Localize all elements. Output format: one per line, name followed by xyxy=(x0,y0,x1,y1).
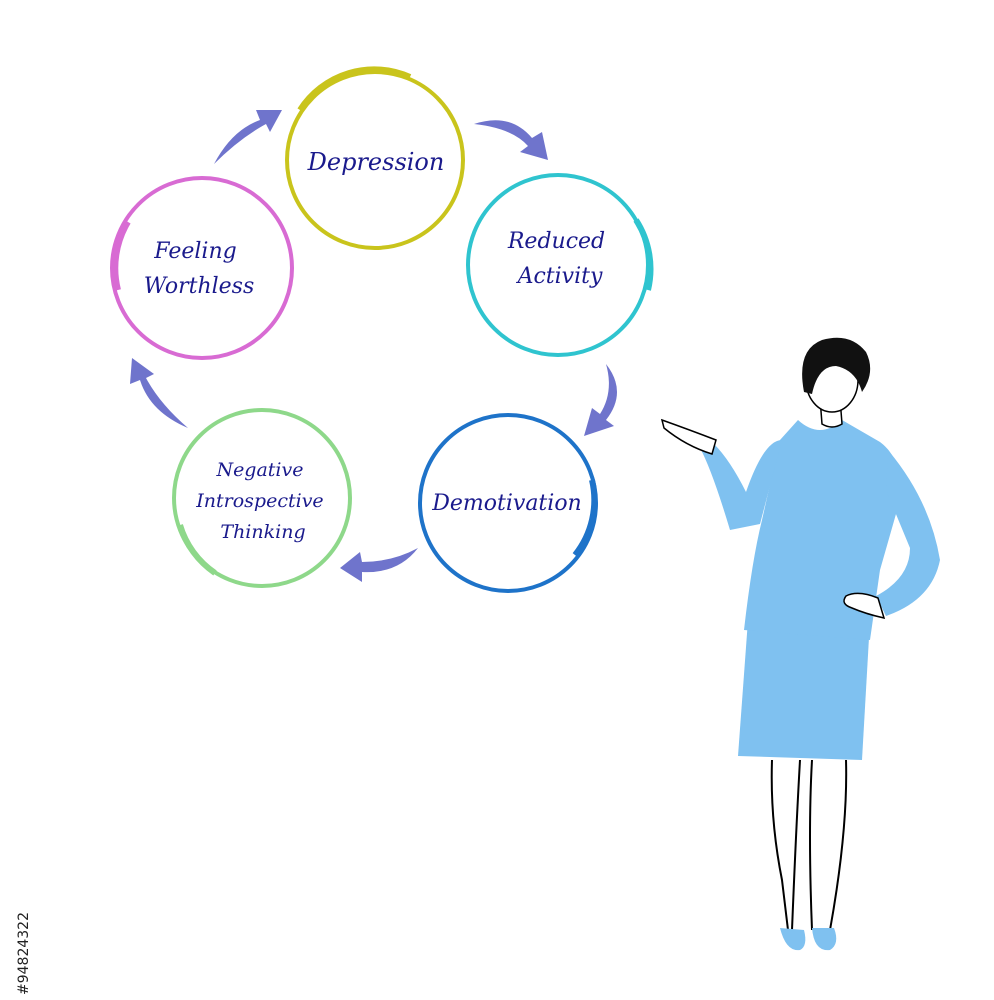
node-demotivation: Demotivation xyxy=(418,413,598,593)
node-negative-introspective-thinking-ring-overlap xyxy=(177,524,217,576)
node-demotivation-ring-overlap xyxy=(572,479,598,557)
node-feeling-worthless-ring xyxy=(110,176,294,360)
node-feeling-worthless-label: Feeling Worthless xyxy=(144,239,255,299)
presenter-hip-hand xyxy=(843,592,886,620)
presenter-shoe-left xyxy=(780,928,806,951)
arrow-depression-to-reduced-activity xyxy=(474,120,548,160)
presenter-legs xyxy=(770,759,848,931)
arrow-feeling-worthless-to-depression xyxy=(214,110,282,164)
node-demotivation-label: Demotivation xyxy=(431,491,581,516)
presenter-skirt xyxy=(738,620,870,760)
node-feeling-worthless: Feeling Worthless xyxy=(110,176,294,360)
node-negative-introspective-thinking: Negative Introspective Thinking xyxy=(172,408,352,588)
presenter-open-hand xyxy=(660,418,717,455)
arrow-negative-introspective-thinking-to-feeling-worthless xyxy=(130,358,188,428)
presenter-jacket xyxy=(744,420,901,640)
presenter-raised-arm xyxy=(700,440,782,530)
stock-id-text: #94824322 xyxy=(16,912,32,995)
presenter-woman xyxy=(660,337,940,951)
arrow-demotivation-to-negative-introspective-thinking xyxy=(340,548,418,582)
arrow-reduced-activity-to-demotivation xyxy=(584,364,617,436)
node-reduced-activity: Reduced Activity xyxy=(466,173,654,357)
presenter-hip-arm xyxy=(876,450,940,616)
node-feeling-worthless-ring-overlap xyxy=(112,220,131,291)
node-negative-introspective-thinking-ring xyxy=(172,408,352,588)
node-depression: Depression xyxy=(285,66,465,250)
cycle-arrows xyxy=(130,110,617,582)
node-depression-ring-overlap xyxy=(297,66,412,112)
node-depression-label: Depression xyxy=(307,148,445,176)
presenter-shoe-right xyxy=(812,928,837,951)
presenter-hair xyxy=(802,337,871,394)
node-reduced-activity-ring-overlap xyxy=(633,218,654,291)
node-reduced-activity-label: Reduced Activity xyxy=(507,229,612,289)
stock-id-watermark: #94824322 xyxy=(16,912,32,995)
node-negative-introspective-thinking-label: Negative Introspective Thinking xyxy=(195,459,329,543)
